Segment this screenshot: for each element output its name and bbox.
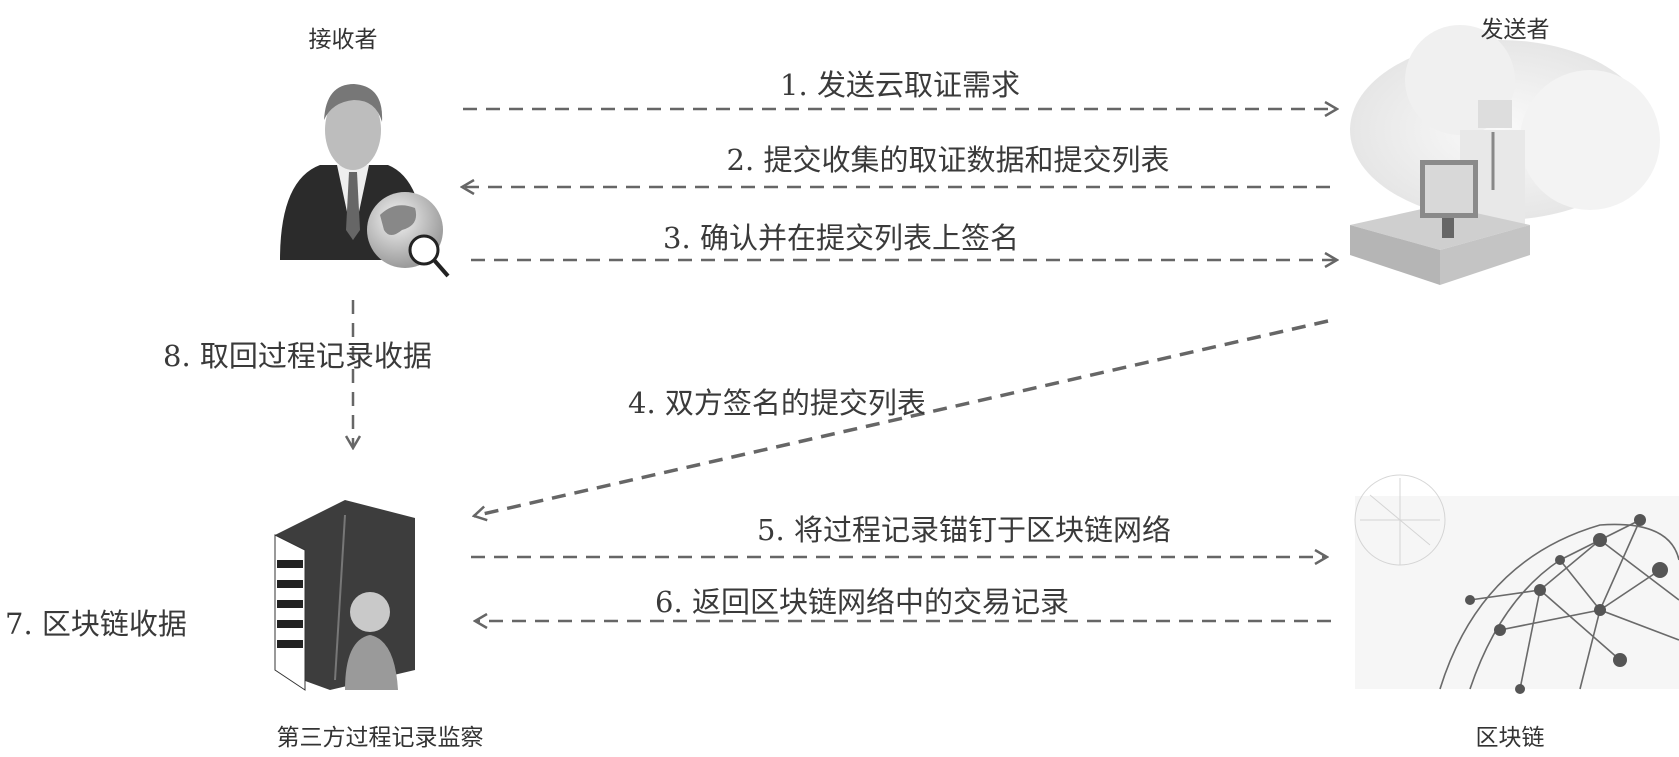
step-8-label: 8. 取回过程记录收据: [163, 339, 432, 373]
monitor-server-icon: [274, 500, 415, 691]
step-1-label: 1. 发送云取证需求: [780, 68, 1020, 102]
receiver-label: 接收者: [308, 27, 378, 53]
step-7-label: 7. 区块链收据: [5, 607, 187, 641]
monitor-label: 第三方过程记录监察: [276, 725, 484, 751]
step-3-label: 3. 确认并在提交列表上签名: [663, 221, 1019, 255]
blockchain-label: 区块链: [1475, 725, 1545, 751]
receiver-person-icon: [280, 84, 450, 278]
blockchain-network-image: [1354, 474, 1679, 694]
step-4-label: 4. 双方签名的提交列表: [628, 386, 926, 420]
sender-workstation-icon: [1350, 25, 1660, 285]
arrow-step-4: [474, 319, 1329, 516]
step-6-label: 6. 返回区块链网络中的交易记录: [655, 585, 1069, 619]
step-5-label: 5. 将过程记录锚钉于区块链网络: [757, 513, 1171, 547]
sender-label: 发送者: [1480, 17, 1550, 43]
step-2-label: 2. 提交收集的取证数据和提交列表: [726, 143, 1170, 177]
